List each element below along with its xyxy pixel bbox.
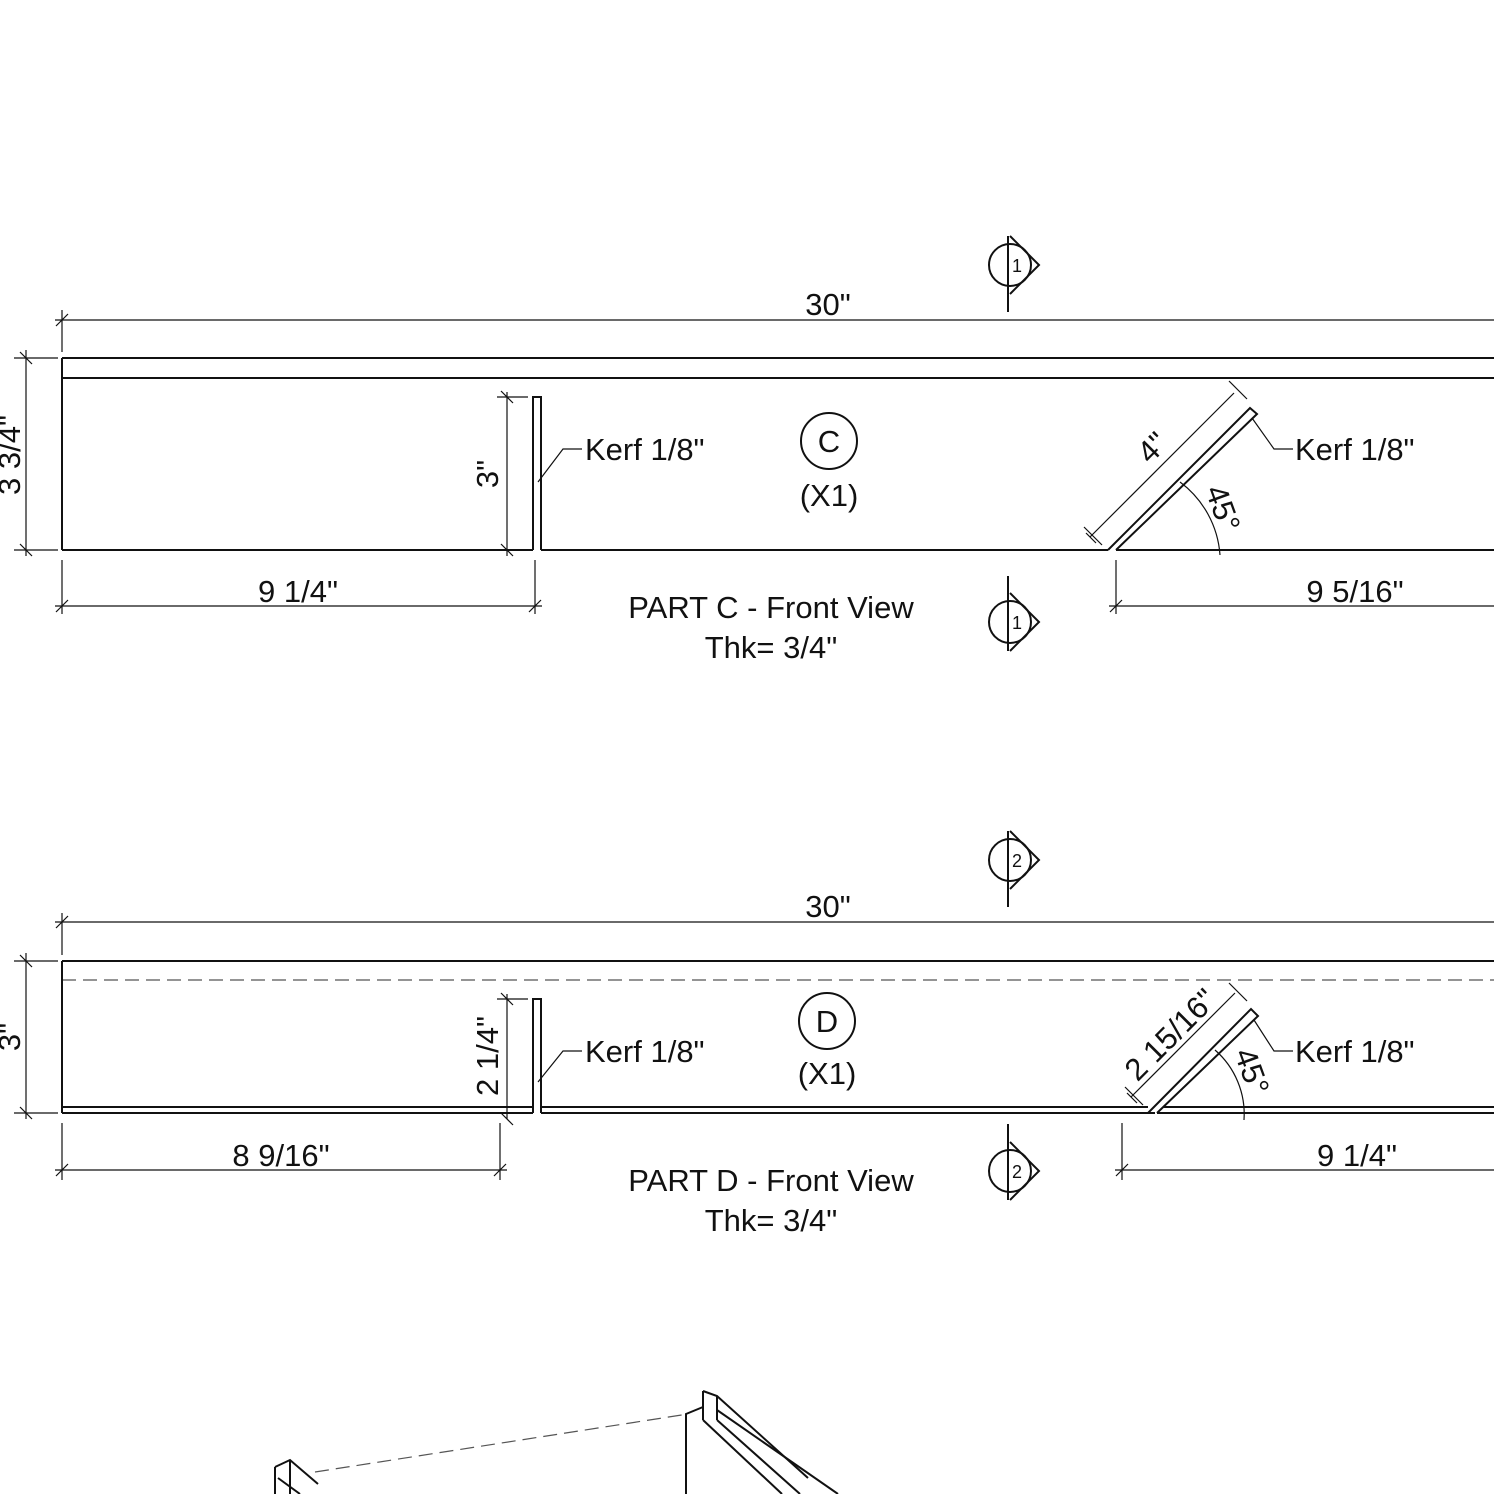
section-marker-label: 1 <box>1012 613 1022 633</box>
left-offset-dimension-d: 8 9/16" <box>55 1123 507 1180</box>
kerf-label-right: Kerf 1/8" <box>1295 432 1415 467</box>
kerf-callout-right-c: Kerf 1/8" <box>1251 417 1415 467</box>
part-d-title: PART D - Front View <box>628 1163 914 1198</box>
right-offset-dimension-d: 9 1/4" <box>1115 1123 1494 1180</box>
part-d-thickness: Thk= 3/4" <box>705 1203 838 1238</box>
kerf-label-left: Kerf 1/8" <box>585 432 705 467</box>
overall-length-label: 30" <box>805 889 851 924</box>
kerf-callout-left-d: Kerf 1/8" <box>537 1034 705 1083</box>
section-marker-c-top: 1 <box>988 235 1041 312</box>
part-c-drawing: 1 30" 3 3/4" <box>0 235 1494 665</box>
part-c-thickness: Thk= 3/4" <box>705 630 838 665</box>
right-offset-dimension-c: 9 5/16" <box>1109 560 1494 614</box>
angle-label: 45° <box>1198 480 1247 536</box>
angled-length-label: 4" <box>1130 425 1175 470</box>
angle-dimension-c: 45° <box>1179 480 1247 556</box>
part-letter: D <box>816 1004 838 1039</box>
part-tag-c: C (X1) <box>800 412 859 513</box>
left-offset-label: 9 1/4" <box>258 574 338 609</box>
left-offset-label: 8 9/16" <box>232 1138 329 1173</box>
angled-length-label: 2 15/16" <box>1118 982 1224 1088</box>
slot-depth-dimension-c: 3" <box>470 390 528 557</box>
isometric-assembly-preview <box>274 1390 839 1494</box>
height-dimension-c: 3 3/4" <box>0 350 58 557</box>
part-c-title: PART C - Front View <box>628 590 914 625</box>
overall-length-label: 30" <box>805 287 851 322</box>
section-marker-c-bottom: 1 <box>988 576 1041 652</box>
slot-depth-label: 3" <box>470 460 505 488</box>
angle-label: 45° <box>1227 1043 1276 1099</box>
overall-length-dimension-d: 30" <box>55 889 1494 955</box>
angle-dimension-d: 45° <box>1214 1043 1276 1121</box>
section-marker-d-top: 2 <box>988 830 1041 907</box>
kerf-label-right: Kerf 1/8" <box>1295 1034 1415 1069</box>
height-label: 3" <box>0 1023 27 1051</box>
right-offset-label: 9 5/16" <box>1306 574 1403 609</box>
slot-depth-dimension-d: 2 1/4" <box>470 992 528 1126</box>
part-letter: C <box>818 424 840 459</box>
part-d-drawing: 2 30" 3" <box>0 830 1494 1238</box>
section-marker-label: 2 <box>1012 851 1022 871</box>
height-label: 3 3/4" <box>0 415 27 495</box>
left-offset-dimension-c: 9 1/4" <box>55 560 542 614</box>
kerf-callout-left-c: Kerf 1/8" <box>537 432 705 483</box>
section-marker-label: 1 <box>1012 256 1022 276</box>
overall-length-dimension-c: 30" <box>55 287 1494 352</box>
kerf-callout-right-d: Kerf 1/8" <box>1253 1019 1415 1069</box>
height-dimension-d: 3" <box>0 953 58 1120</box>
right-offset-label: 9 1/4" <box>1317 1138 1397 1173</box>
part-tag-d: D (X1) <box>798 992 857 1091</box>
slot-depth-label: 2 1/4" <box>470 1016 505 1096</box>
part-quantity: (X1) <box>798 1056 857 1091</box>
part-quantity: (X1) <box>800 478 859 513</box>
kerf-label-left: Kerf 1/8" <box>585 1034 705 1069</box>
angled-length-dimension-d: 2 15/16" <box>1118 982 1248 1106</box>
section-marker-label: 2 <box>1012 1162 1022 1182</box>
section-marker-d-bottom: 2 <box>988 1124 1041 1201</box>
